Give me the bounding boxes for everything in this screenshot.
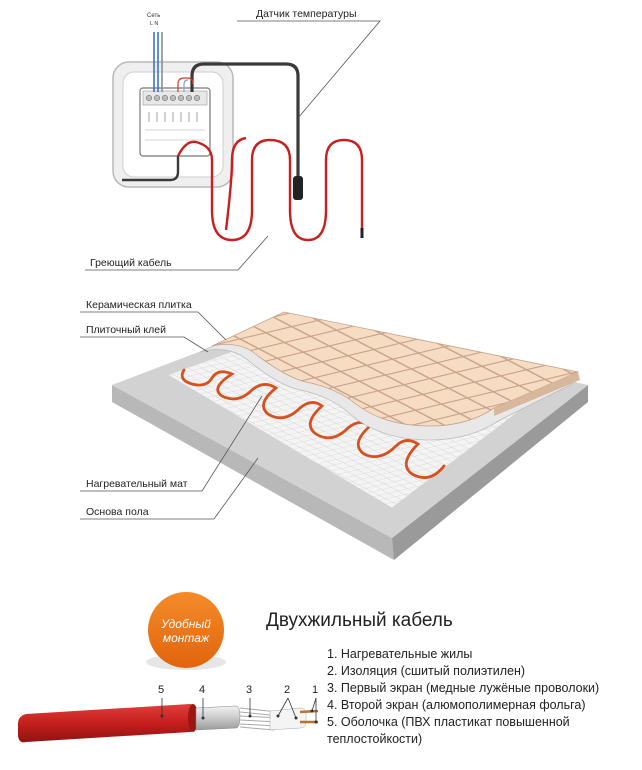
leader-tile-adhesive [80,336,209,353]
callout-3: 3 [246,684,252,696]
layer-label-tile-adhesive: Плиточный клей [86,324,166,336]
heating-cable-loop [224,136,247,231]
callout-1: 1 [312,684,318,696]
temperature-sensor-probe [293,176,303,200]
heating-cable-serpentine [176,138,364,242]
layer-label-floor-base: Основа пола [86,506,149,518]
cable-construction-diagram: Удобный монтаж Двухжильный кабель 1. Наг… [18,592,599,746]
cable-outer-sheath [18,704,196,743]
callout-2: 2 [284,684,290,696]
callout-4: 4 [199,684,205,696]
slab-right-face [392,385,588,560]
cable-lead-2 [183,79,189,92]
layer-label-heating-mat: Нагревательный мат [86,478,188,490]
layer-label-ceramic-tile: Керамическая плитка [86,299,192,311]
leader-floor-base [80,457,259,520]
cable-sheath-end [188,704,198,732]
tile-edge [494,372,580,416]
cable-conductor-1 [299,709,319,714]
cable-callouts: 5 4 3 2 1 [158,684,318,724]
terminal-screws [145,94,201,102]
legend-item-2: 2. Изоляция (сшитый полиэтилен) [327,664,525,678]
legend-item-4: 4. Второй экран (алюмополимерная фольга) [327,698,586,712]
convenient-mounting-badge: Удобный монтаж [146,592,226,670]
leader-ceramic-tile [80,311,227,341]
sensor-label-leader [237,20,381,119]
legend-item-5: 5. Оболочка (ПВХ пластикат повышенной [327,715,570,729]
cold-lead-cable [122,156,180,182]
temperature-sensor-cable [190,62,300,192]
badge-text-line1: Удобный [160,617,211,631]
legend-item-1: 1. Нагревательные жилы [327,647,472,661]
module-markings [145,112,205,141]
ceramic-tile-layer [211,311,580,427]
cable-lead-1 [177,77,194,92]
legend-item-3: 3. Первый экран (медные лужёные проволок… [327,681,599,695]
heating-cable-label-leader [85,235,269,271]
network-wires [153,32,163,92]
network-pins-label: L N [150,21,158,27]
floor-layers-diagram: Керамическая плитка Плиточный клей Нагре… [80,299,588,560]
network-label: Сеть [147,13,160,19]
cable-cutaway [18,704,319,743]
sensor-label: Датчик температуры [256,8,357,20]
heating-cable-on-mat [180,368,446,479]
cable-title: Двухжильный кабель [266,610,453,631]
legend-item-5-continued: теплостойкости) [327,732,422,746]
badge-text-line2: монтаж [163,631,210,645]
thermostat-wiring-diagram: Сеть L N Датчик температуры Греющий кабе… [85,8,381,271]
heating-cable-label: Греющий кабель [90,257,172,269]
slab-left-face [112,385,394,560]
leader-heating-mat [80,395,263,492]
callout-5: 5 [158,684,164,696]
